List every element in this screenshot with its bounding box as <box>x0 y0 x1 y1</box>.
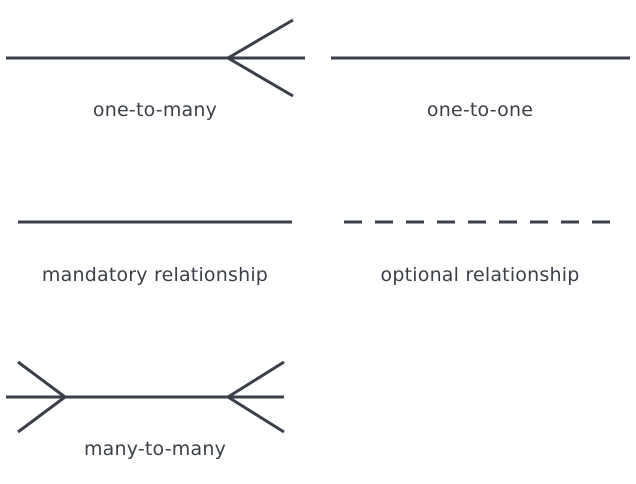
one-to-many-symbol <box>6 18 305 98</box>
many-to-many-symbol <box>6 360 285 434</box>
crows-foot-left-icon <box>17 360 66 434</box>
many-to-many-label: many-to-many <box>83 438 227 460</box>
crows-foot-icon <box>227 18 294 98</box>
optional-relationship-label: optional relationship <box>380 264 580 286</box>
mandatory-relationship-label: mandatory relationship <box>41 264 269 286</box>
crows-foot-right-icon <box>227 360 285 434</box>
one-to-many-label: one-to-many <box>92 99 218 121</box>
one-to-one-label: one-to-one <box>426 99 534 121</box>
